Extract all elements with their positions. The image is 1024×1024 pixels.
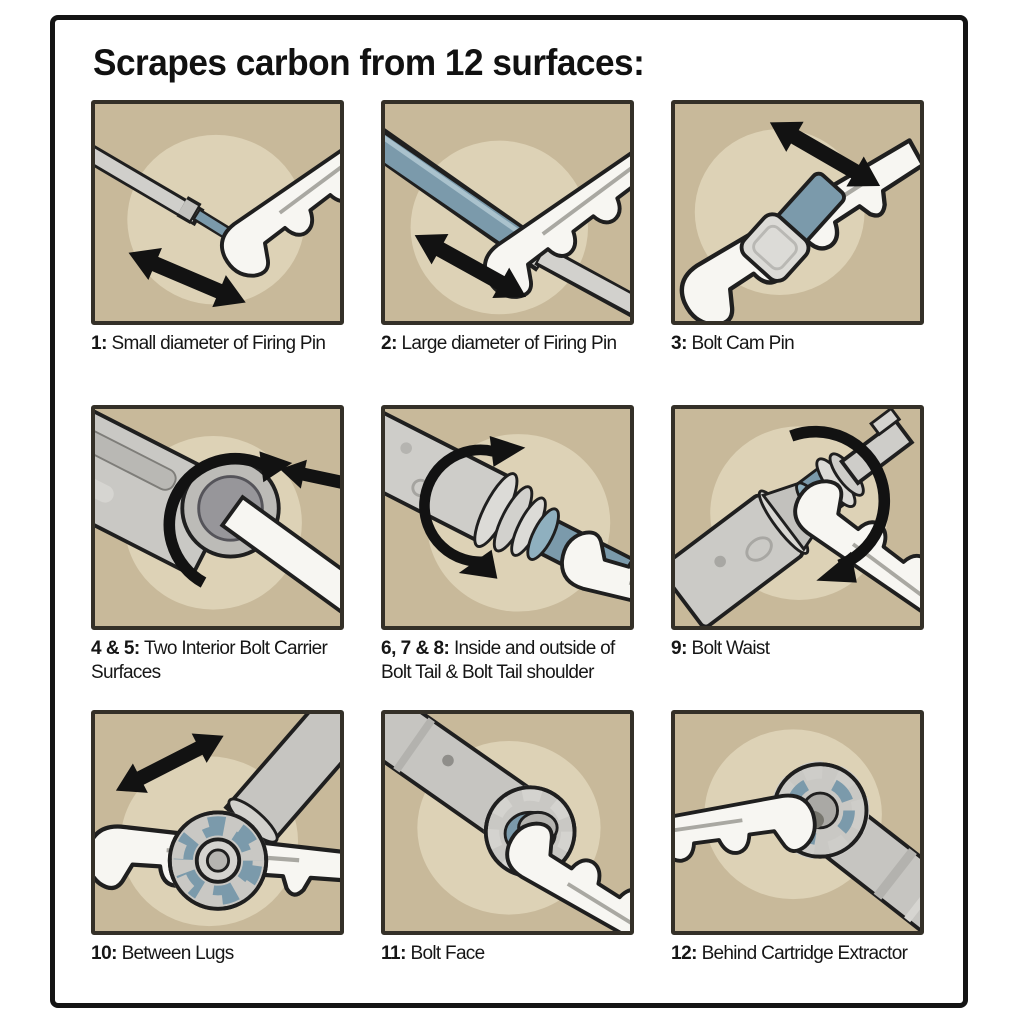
panel-9: [671, 710, 924, 935]
caption-text: Large diameter of Firing Pin: [401, 333, 618, 354]
caption-6: 9: Bolt Waist: [671, 637, 924, 661]
panel-cell-8: 11: Bolt Face: [381, 710, 634, 1015]
double-arrow-icon: [769, 121, 881, 187]
panel-1-illustration: [95, 104, 340, 321]
panel-5-illustration: [385, 409, 630, 626]
panel-cell-6: 9: Bolt Waist: [671, 405, 924, 710]
caption-text: Behind Cartridge Extractor: [701, 943, 908, 964]
caption-number: 4 & 5:: [91, 638, 140, 659]
caption-8: 11: Bolt Face: [381, 942, 634, 966]
panel-4: [91, 405, 344, 630]
rotation-arrow-icon: [789, 425, 891, 583]
caption-7: 10: Between Lugs: [91, 942, 344, 966]
panel-2: [381, 100, 634, 325]
caption-number: 1:: [91, 333, 107, 354]
panel-cell-7: 10: Between Lugs: [91, 710, 344, 1015]
diagram-frame: Scrapes carbon from 12 surfaces:: [50, 15, 968, 1008]
page-title: Scrapes carbon from 12 surfaces:: [93, 42, 645, 83]
panel-4-illustration: [95, 409, 340, 626]
panel-3-illustration: [675, 104, 920, 321]
bolt-lugs: [167, 810, 269, 911]
caption-text: Inside and outside of Bolt Tail & Bolt T…: [381, 638, 615, 684]
double-arrow-icon: [414, 234, 527, 299]
panel-2-illustration: [385, 104, 630, 321]
panel-cell-4: 4 & 5: Two Interior Bolt Carrier Surface…: [91, 405, 344, 710]
panel-7-illustration: [95, 714, 340, 931]
rotation-arrow-icon: [163, 451, 293, 588]
caption-9: 12: Behind Cartridge Extractor: [671, 942, 924, 966]
caption-number: 11:: [381, 943, 406, 964]
caption-number: 2:: [381, 333, 397, 354]
panel-8-illustration: [385, 714, 630, 931]
caption-text: Bolt Face: [410, 943, 486, 964]
caption-2: 2: Large diameter of Firing Pin: [381, 332, 634, 356]
scraper-tool: [220, 104, 340, 278]
double-arrow-icon: [115, 733, 224, 793]
scraper-handle: [219, 494, 340, 626]
panel-7: [91, 710, 344, 935]
panel-cell-2: 2: Large diameter of Firing Pin: [381, 100, 634, 405]
panel-grid: 1: Small diameter of Firing Pin: [91, 100, 927, 1015]
caption-text: Between Lugs: [121, 943, 235, 964]
scraper-tool: [505, 821, 630, 931]
panel-6: [671, 405, 924, 630]
panel-cell-1: 1: Small diameter of Firing Pin: [91, 100, 344, 405]
caption-text: Bolt Waist: [691, 638, 771, 659]
panel-cell-5: 6, 7 & 8: Inside and outside of Bolt Tai…: [381, 405, 634, 710]
caption-number: 3:: [671, 333, 687, 354]
panel-6-illustration: [675, 409, 920, 626]
double-arrow-icon: [279, 459, 340, 501]
scraper-tool: [675, 793, 817, 871]
panel-8: [381, 710, 634, 935]
caption-1: 1: Small diameter of Firing Pin: [91, 332, 344, 356]
caption-number: 12:: [671, 943, 697, 964]
panel-3: [671, 100, 924, 325]
caption-number: 10:: [91, 943, 117, 964]
caption-text: Two Interior Bolt Carrier Surfaces: [91, 638, 328, 684]
caption-text: Small diameter of Firing Pin: [111, 333, 326, 354]
panel-cell-9: 12: Behind Cartridge Extractor: [671, 710, 924, 1015]
panel-1: [91, 100, 344, 325]
bolt-cam-pin: [739, 171, 846, 283]
caption-5: 6, 7 & 8: Inside and outside of Bolt Tai…: [381, 637, 634, 686]
double-arrow-icon: [128, 248, 246, 308]
scraper-tool: [560, 530, 630, 626]
caption-4: 4 & 5: Two Interior Bolt Carrier Surface…: [91, 637, 344, 686]
rotation-arrow-icon: [419, 436, 526, 579]
caption-number: 6, 7 & 8:: [381, 638, 450, 659]
caption-text: Bolt Cam Pin: [691, 333, 795, 354]
panel-9-illustration: [675, 714, 920, 931]
panel-cell-3: 3: Bolt Cam Pin: [671, 100, 924, 405]
caption-number: 9:: [671, 638, 687, 659]
scraper-tool: [483, 118, 630, 299]
caption-3: 3: Bolt Cam Pin: [671, 332, 924, 356]
panel-5: [381, 405, 634, 630]
